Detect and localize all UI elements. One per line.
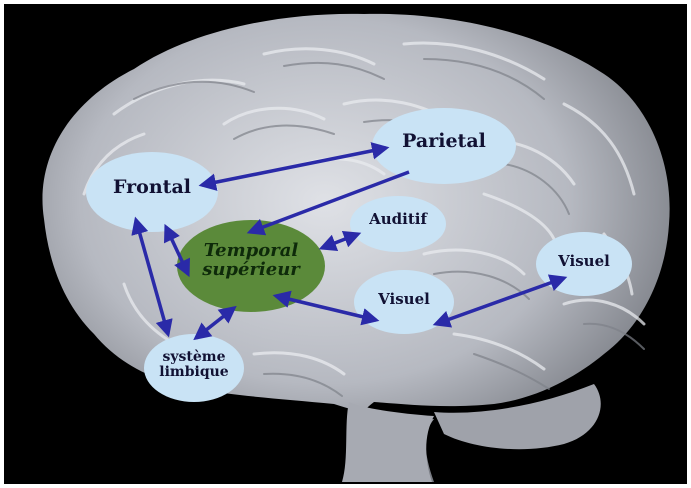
systeme-limbique-label: système limbique — [146, 350, 242, 379]
visuel-middle-label: Visuel — [360, 292, 448, 308]
brain-diagram — [4, 4, 687, 484]
auditif-label: Auditif — [354, 212, 442, 228]
frontal-label: Frontal — [92, 178, 212, 198]
limbique-line-1: système — [146, 350, 242, 365]
parietal-label: Parietal — [382, 132, 506, 152]
temporal-superieur-label: Temporal supérieur — [184, 242, 318, 280]
diagram-frame: Frontal Parietal Auditif Temporal supéri… — [4, 4, 687, 484]
visuel-right-label: Visuel — [540, 254, 628, 270]
brain-stem — [342, 402, 434, 482]
limbique-line-2: limbique — [146, 365, 242, 380]
temporal-line-2: supérieur — [184, 261, 318, 280]
